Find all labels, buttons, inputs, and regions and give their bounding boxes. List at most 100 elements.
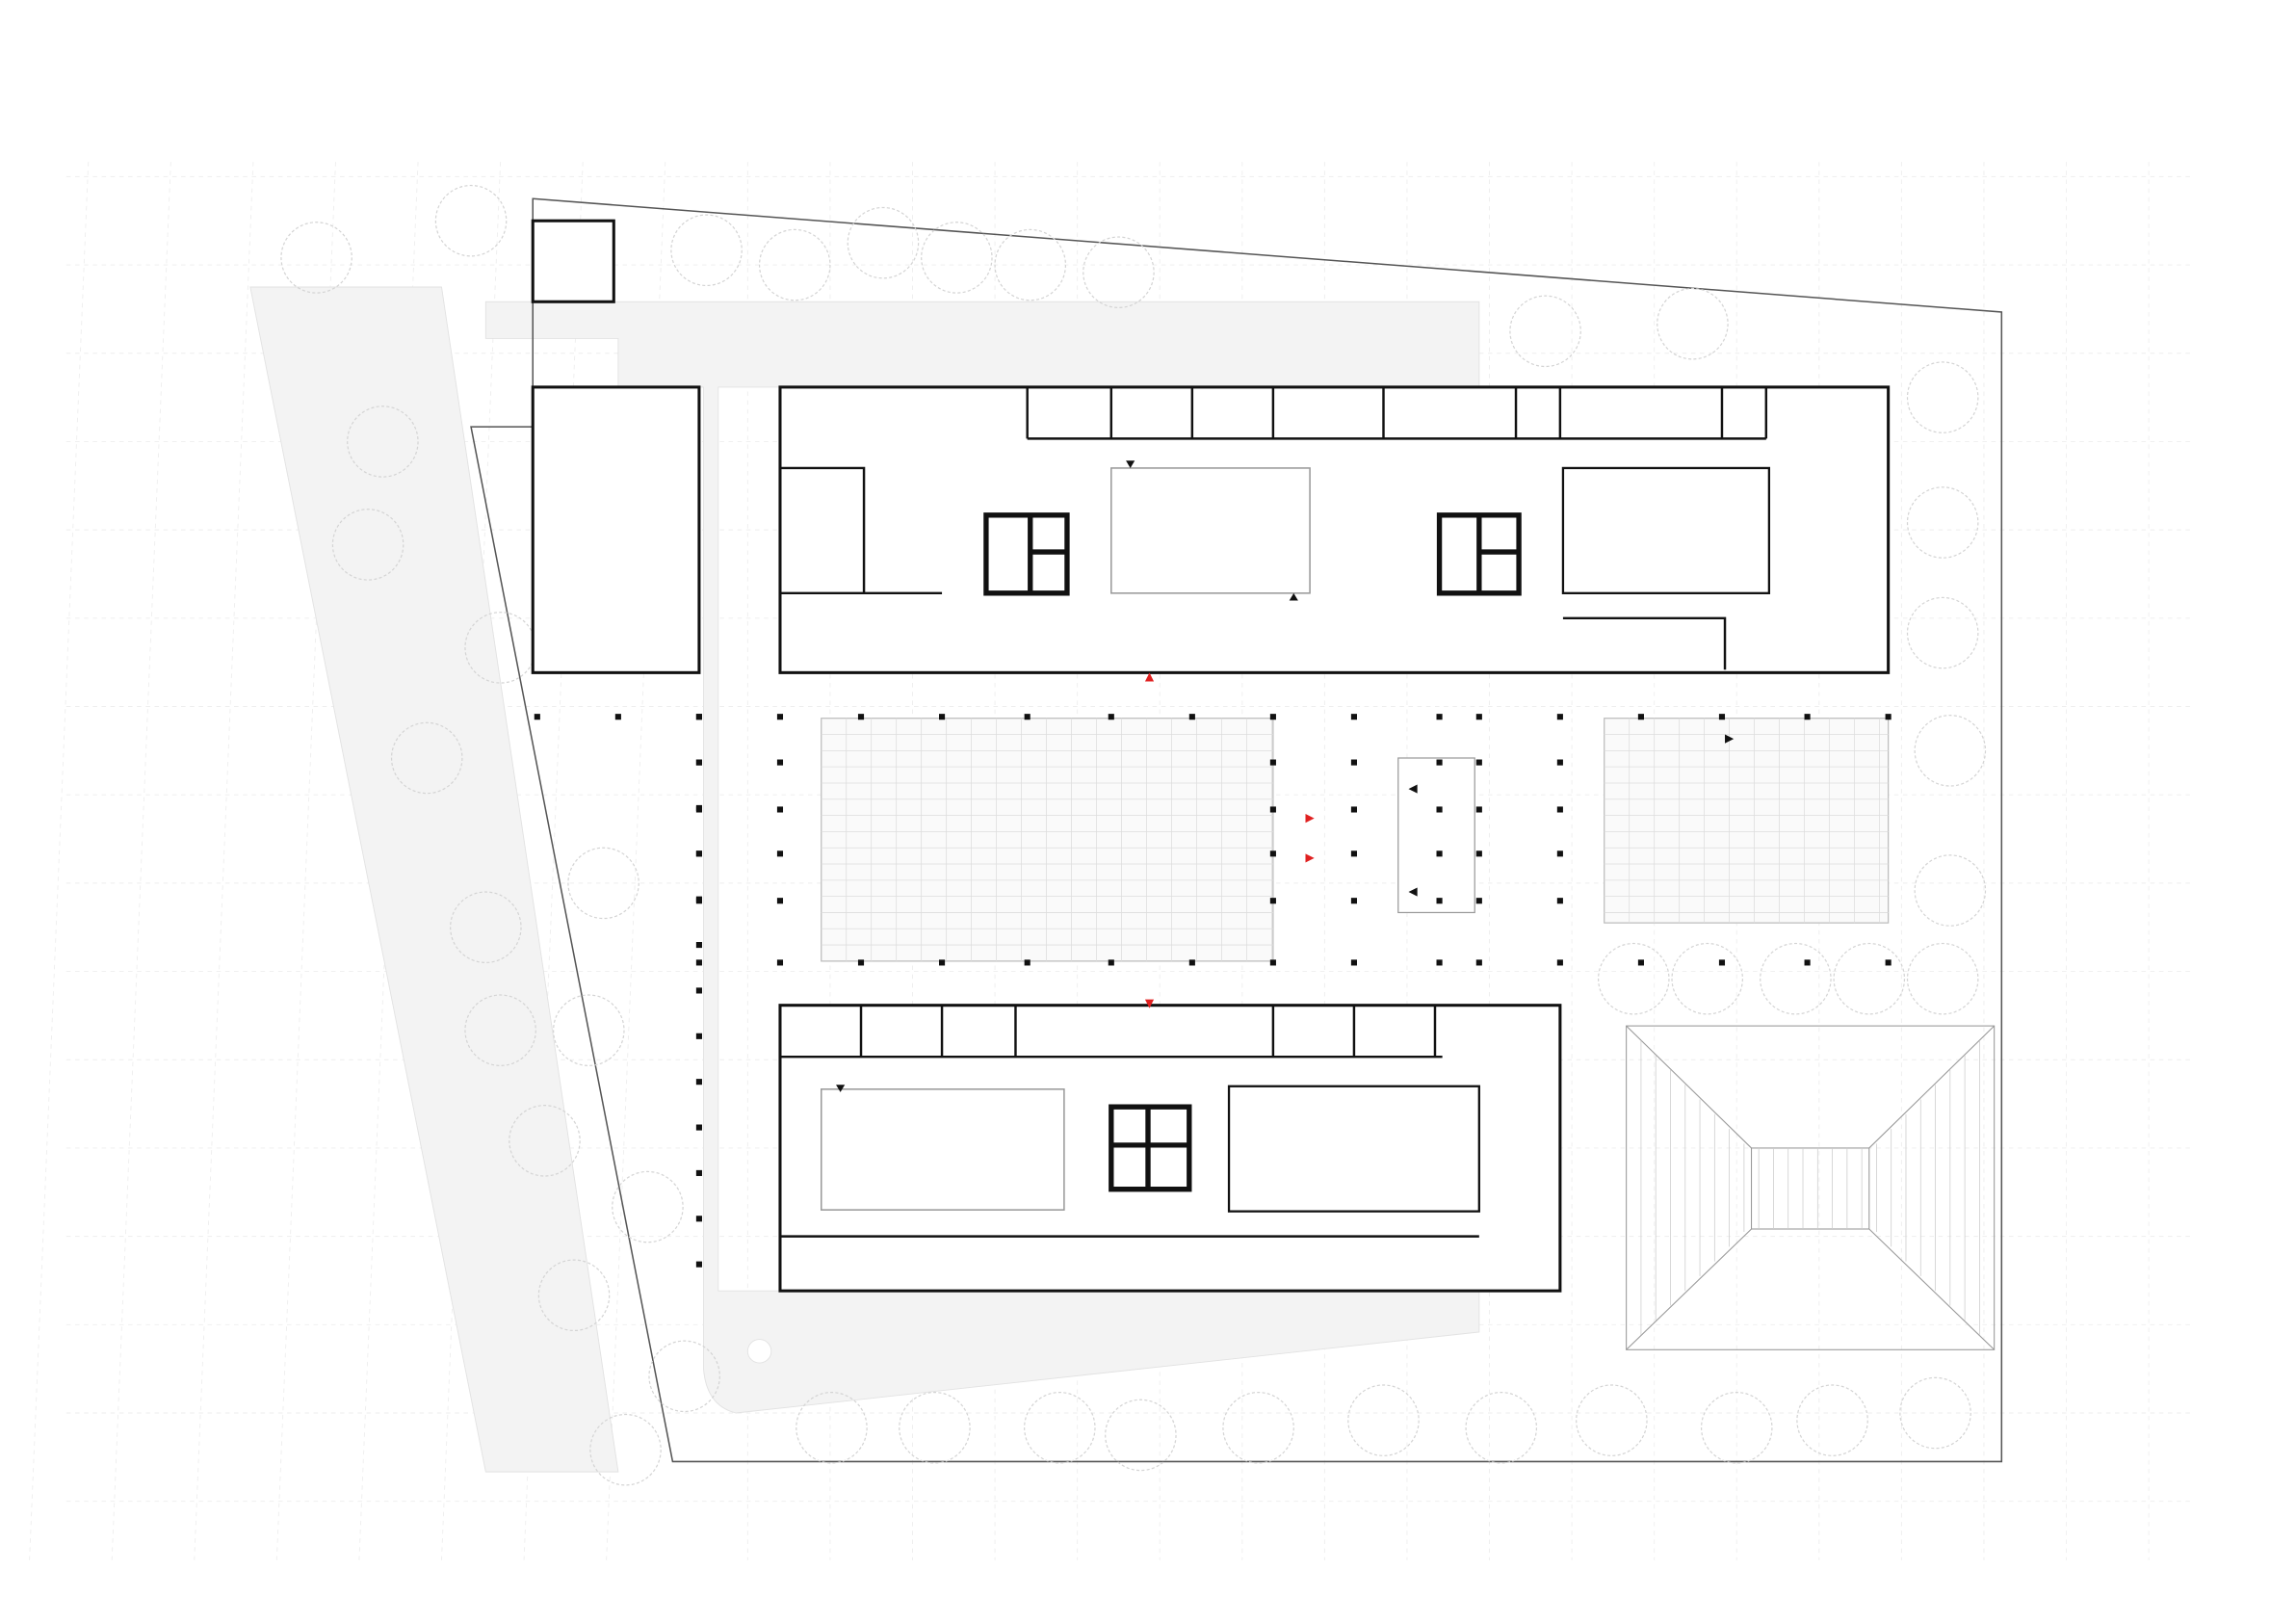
tree-icon bbox=[1024, 1392, 1096, 1464]
tree-icon bbox=[1222, 1392, 1294, 1464]
tree-icon bbox=[567, 847, 639, 920]
column bbox=[1188, 959, 1195, 966]
column bbox=[1350, 806, 1357, 813]
column bbox=[857, 959, 865, 966]
column bbox=[695, 896, 702, 903]
tree-icon bbox=[612, 1170, 684, 1243]
tree-icon bbox=[994, 228, 1067, 301]
grid-line bbox=[29, 162, 90, 1560]
column bbox=[695, 959, 702, 966]
column bbox=[695, 804, 702, 811]
tree-icon bbox=[847, 206, 920, 279]
column bbox=[1556, 759, 1563, 766]
tree-icon bbox=[1509, 295, 1581, 368]
column bbox=[776, 806, 784, 813]
tree-icon bbox=[1576, 1384, 1648, 1456]
tree-icon bbox=[1083, 236, 1155, 308]
tree-icon bbox=[1899, 1376, 1971, 1450]
column bbox=[695, 759, 702, 766]
entrance-arrow-icon bbox=[1305, 814, 1315, 824]
tree-icon bbox=[347, 406, 419, 478]
tree-icon bbox=[589, 1413, 662, 1486]
tree-icon bbox=[1671, 942, 1743, 1015]
column bbox=[1350, 959, 1357, 966]
columns bbox=[534, 714, 1892, 1268]
column bbox=[1556, 898, 1563, 904]
grid-line bbox=[111, 162, 171, 1560]
column bbox=[1556, 959, 1563, 966]
tree-icon bbox=[537, 1259, 611, 1332]
courtyard-paving-pattern bbox=[821, 718, 1889, 961]
column bbox=[695, 850, 702, 857]
column bbox=[695, 1124, 702, 1131]
tree-icon bbox=[796, 1392, 868, 1464]
column bbox=[776, 759, 784, 766]
column bbox=[1350, 759, 1357, 766]
tree-icon bbox=[280, 222, 352, 294]
column bbox=[1269, 714, 1276, 720]
access-road bbox=[249, 286, 619, 1473]
east-courtyard bbox=[1604, 718, 1890, 924]
column bbox=[1108, 959, 1114, 966]
tree-icon bbox=[758, 228, 831, 301]
tree-icon bbox=[1914, 715, 1987, 787]
column bbox=[1718, 714, 1726, 720]
column bbox=[1885, 959, 1892, 966]
trees bbox=[280, 184, 1987, 1486]
tree-icon bbox=[553, 994, 625, 1066]
column bbox=[695, 1261, 702, 1268]
column bbox=[1436, 850, 1443, 857]
tree-icon bbox=[670, 214, 743, 287]
column bbox=[1269, 898, 1276, 904]
column bbox=[1637, 959, 1644, 966]
tree-icon bbox=[1796, 1384, 1868, 1456]
column bbox=[1269, 759, 1276, 766]
column bbox=[1436, 759, 1443, 766]
south-inner-court bbox=[820, 1088, 1065, 1211]
courtyards bbox=[821, 718, 1890, 962]
gatehouse bbox=[531, 219, 615, 303]
north-hall bbox=[1561, 466, 1771, 594]
column bbox=[776, 898, 784, 904]
column bbox=[939, 714, 946, 720]
core-south bbox=[1109, 1104, 1192, 1192]
tree-icon bbox=[899, 1392, 971, 1464]
tree-icon bbox=[1105, 1399, 1177, 1472]
column bbox=[695, 942, 702, 949]
column bbox=[1718, 959, 1726, 966]
column bbox=[1350, 850, 1357, 857]
round-feature bbox=[746, 1339, 772, 1364]
stair-markers bbox=[836, 460, 1735, 1092]
column bbox=[1350, 898, 1357, 904]
tree-icon bbox=[648, 1340, 720, 1413]
column bbox=[1475, 806, 1482, 813]
tree-icon bbox=[434, 184, 508, 257]
atrium-stair bbox=[1397, 757, 1475, 914]
main-courtyard bbox=[821, 718, 1274, 962]
column bbox=[1436, 714, 1443, 720]
entrance-arrow-icon bbox=[1305, 853, 1315, 863]
column bbox=[776, 959, 784, 966]
column bbox=[1436, 898, 1443, 904]
column bbox=[1436, 806, 1443, 813]
column bbox=[1637, 714, 1644, 720]
tree-icon bbox=[509, 1105, 581, 1177]
column bbox=[695, 1169, 702, 1176]
column bbox=[1475, 714, 1482, 720]
column bbox=[534, 714, 540, 720]
column bbox=[1556, 714, 1563, 720]
tree-icon bbox=[1465, 1392, 1538, 1464]
column bbox=[857, 714, 865, 720]
tree-icon bbox=[1906, 596, 1979, 669]
column bbox=[695, 1033, 702, 1039]
column bbox=[1556, 850, 1563, 857]
column bbox=[1475, 759, 1482, 766]
tree-icon bbox=[1347, 1384, 1420, 1456]
tree-icon bbox=[1700, 1392, 1773, 1464]
column bbox=[1269, 959, 1276, 966]
column bbox=[1885, 714, 1892, 720]
tree-icon bbox=[464, 994, 536, 1066]
tree-icon bbox=[1833, 942, 1906, 1015]
stair-arrow-icon bbox=[1289, 592, 1298, 601]
